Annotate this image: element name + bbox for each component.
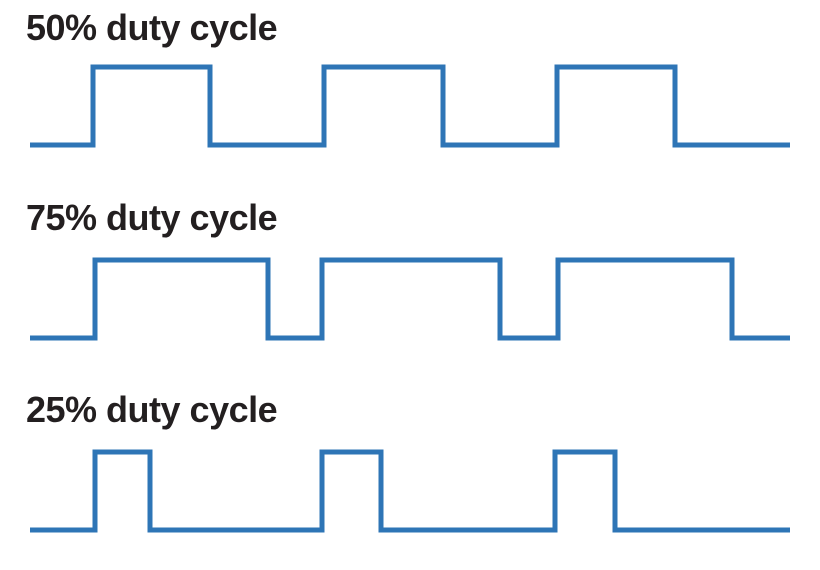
waveform-25-percent-duty-cycle — [30, 449, 790, 533]
wave-label-75-percent: 75% duty cycle — [26, 197, 278, 238]
waveform-75-percent-duty-cycle — [30, 257, 790, 341]
wave-label-25-percent: 25% duty cycle — [26, 389, 278, 430]
waveform-50-percent-duty-cycle — [30, 64, 790, 148]
wave-label-50-percent: 50% duty cycle — [26, 7, 278, 48]
